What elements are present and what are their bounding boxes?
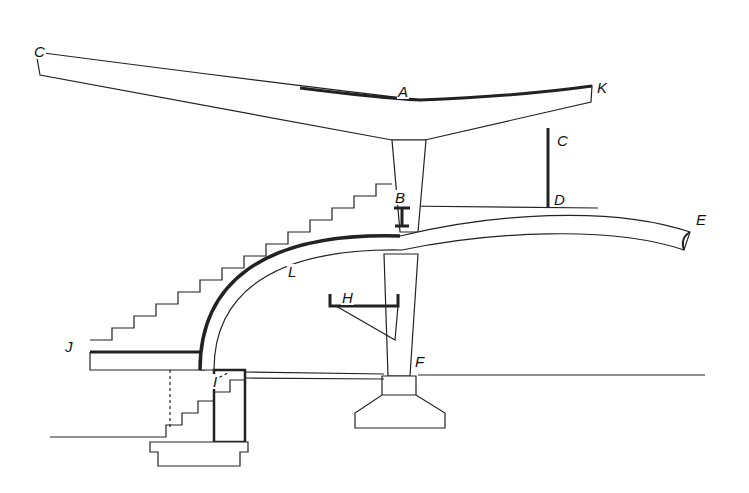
part-letter: K [596,80,608,95]
ground-line [50,436,150,437]
stairs [90,184,392,340]
vault-end [683,232,690,250]
lower-stairs [150,380,245,437]
landing [90,351,205,354]
i-beam [394,208,410,226]
footing [355,376,445,428]
ground-line [245,378,384,379]
canopy-edge [300,86,592,100]
hanger [547,128,550,208]
upper-column [392,140,426,232]
ground-line [418,374,705,375]
part-letter: L [287,264,297,279]
part-letter: J [64,339,74,354]
part-letter: C [556,133,569,148]
landing-slab [90,352,205,370]
part-letter: E [695,212,707,227]
ground-line [245,372,384,374]
canopy [36,52,592,140]
part-letter: I [212,374,218,389]
part-letter: B [394,190,406,205]
tie-line [400,206,598,208]
part-letter: C [33,44,46,59]
part-letter: D [553,192,566,207]
bracket [336,306,398,340]
pier-footing [150,442,248,466]
lower-column [384,254,418,376]
part-letter: F [414,354,425,369]
hidden-lines [170,370,230,430]
part-letter: H [341,290,354,305]
vault-edge [200,236,400,370]
vault [200,215,690,370]
part-letter: A [397,84,409,99]
